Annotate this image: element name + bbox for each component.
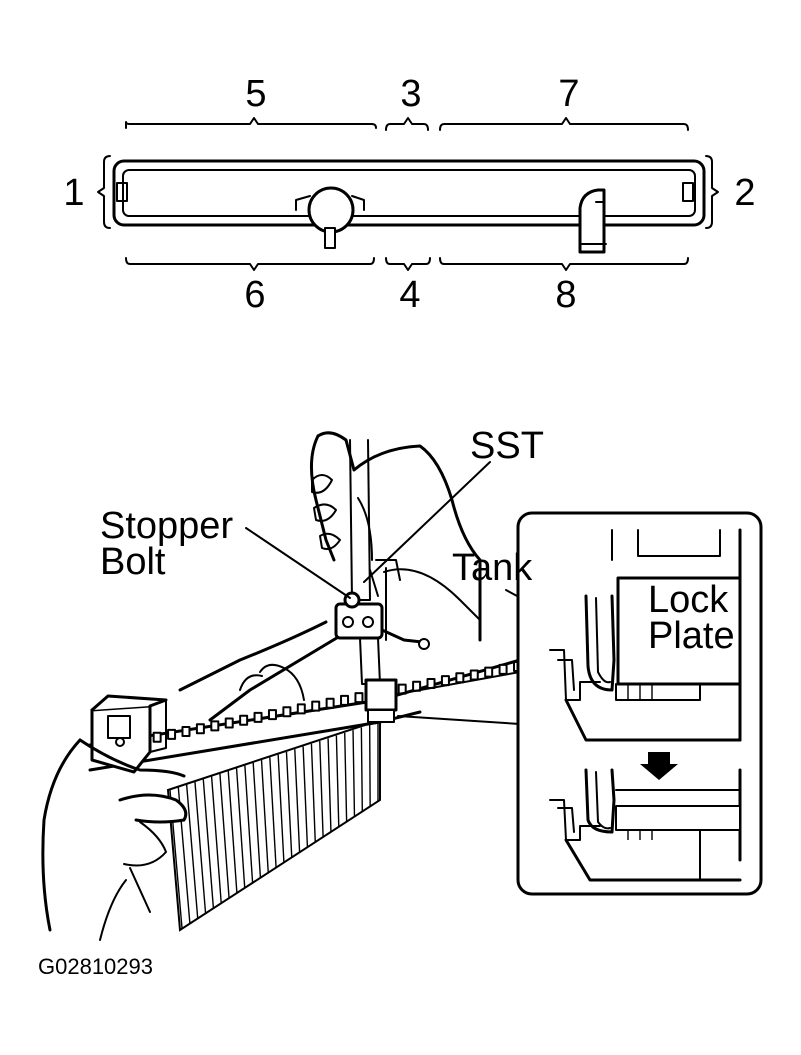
sst-tool-illustration: SST Stopper Bolt Tank Lock Plate xyxy=(43,425,761,940)
tank-tooth xyxy=(283,707,290,716)
label-6: 6 xyxy=(244,274,265,316)
leader-detail-bottom xyxy=(398,716,520,724)
label-5: 5 xyxy=(245,73,266,115)
leader-stopper-bolt xyxy=(246,528,350,598)
tank-outline xyxy=(114,161,704,225)
tank-tooth xyxy=(442,676,449,685)
tank-tooth xyxy=(211,721,218,730)
dimension-bracket-8 xyxy=(440,258,688,270)
tank-tooth xyxy=(255,713,262,722)
label-sst: SST xyxy=(470,425,544,467)
tank-tooth xyxy=(226,719,233,728)
tank-tooth xyxy=(485,668,492,677)
label-plate: Plate xyxy=(648,615,735,657)
dimension-bracket-7 xyxy=(440,118,688,130)
tank-tooth xyxy=(182,727,189,736)
tank-tooth xyxy=(154,733,161,742)
detail-inset xyxy=(518,513,761,894)
dimension-bracket-3 xyxy=(386,118,428,130)
lower-hand xyxy=(43,740,186,940)
label-bolt: Bolt xyxy=(100,541,166,583)
pipe-fitting-left xyxy=(296,188,364,248)
outlet-fitting-right xyxy=(580,190,606,252)
tank-tooth xyxy=(269,710,276,719)
figure-code: G02810293 xyxy=(38,954,153,979)
tank-tooth xyxy=(355,693,362,702)
label-3: 3 xyxy=(400,73,421,115)
tank-tooth xyxy=(312,702,319,711)
upper-hand xyxy=(180,433,480,720)
dimension-bracket-2 xyxy=(706,156,718,228)
dimension-bracket-4 xyxy=(386,258,430,270)
tank-tooth xyxy=(471,670,478,679)
tank-tooth xyxy=(240,716,247,725)
label-4: 4 xyxy=(399,274,420,316)
sst-tool xyxy=(336,440,429,722)
tank-section-diagram: 5 3 7 1 2 6 4 8 xyxy=(63,73,755,316)
dimension-bracket-1 xyxy=(98,156,110,228)
tank-tooth xyxy=(197,724,204,733)
label-2: 2 xyxy=(734,172,755,214)
label-8: 8 xyxy=(555,274,576,316)
tank-tooth xyxy=(298,704,305,713)
label-7: 7 xyxy=(558,73,579,115)
tank-tooth xyxy=(327,699,334,708)
tank-tooth xyxy=(341,696,348,705)
label-1: 1 xyxy=(63,172,84,214)
dimension-bracket-5 xyxy=(126,118,376,128)
label-tank: Tank xyxy=(452,547,533,589)
tank-tooth xyxy=(500,665,507,674)
tank-tooth xyxy=(456,673,463,682)
tank-tooth xyxy=(168,730,175,739)
dimension-bracket-6 xyxy=(126,258,374,270)
radiator-fin xyxy=(361,727,362,812)
